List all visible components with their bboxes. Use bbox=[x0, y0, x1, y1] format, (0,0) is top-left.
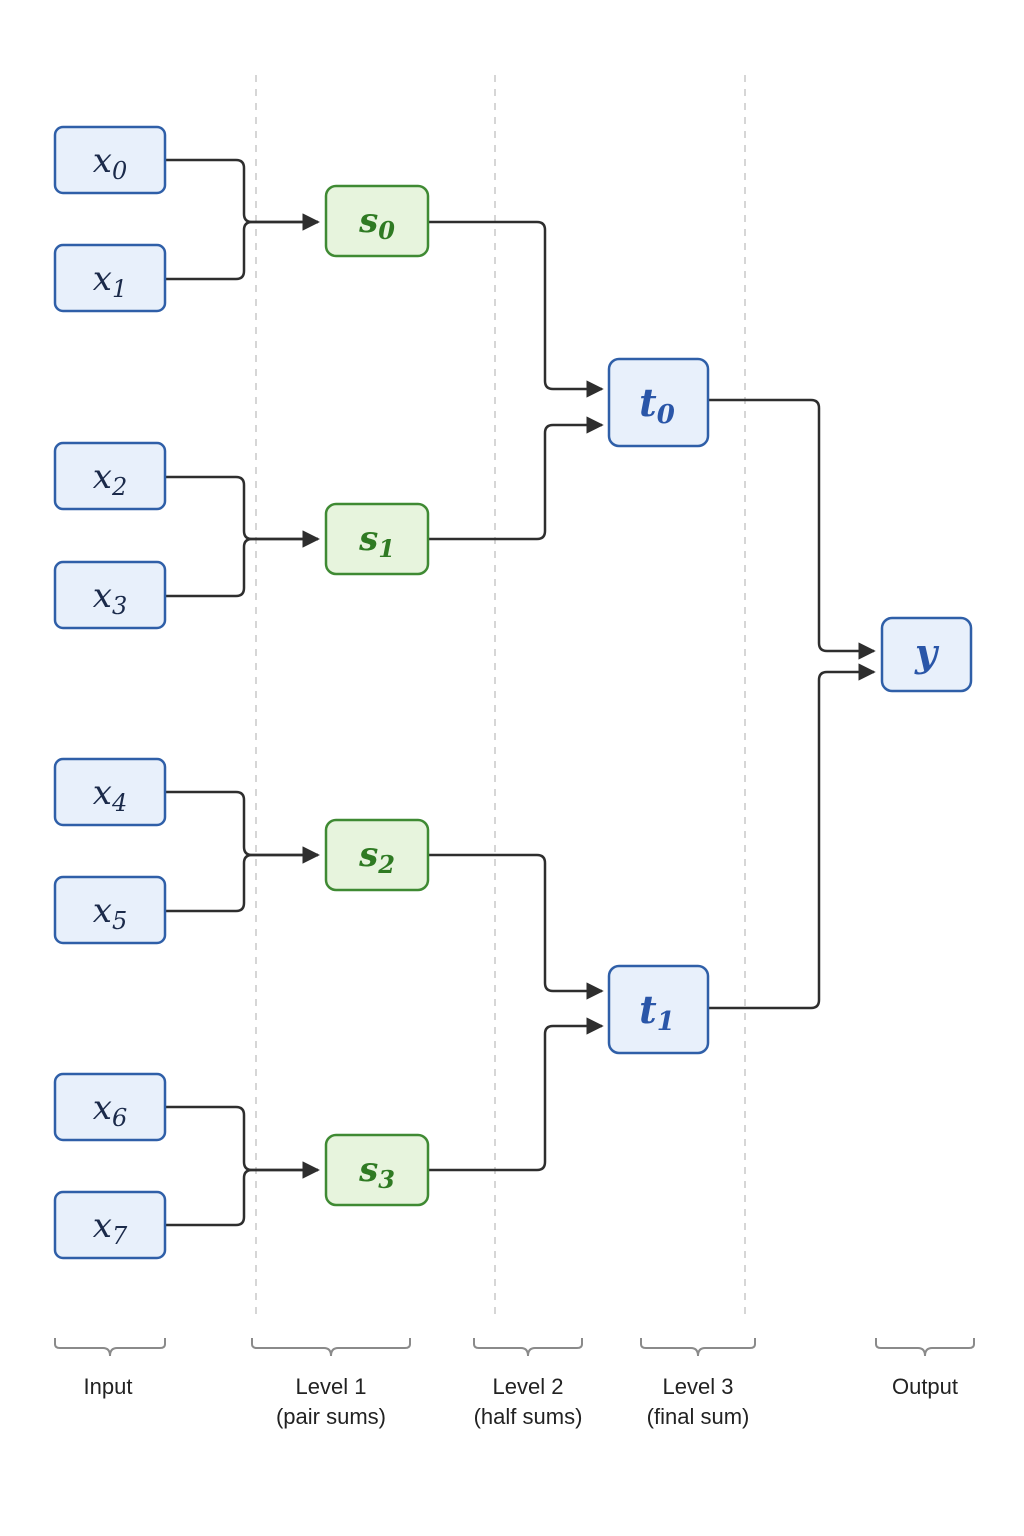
node-x6-sub: 6 bbox=[112, 1104, 127, 1132]
svg-text:x1: x1 bbox=[93, 259, 127, 303]
edge-s1-t0 bbox=[428, 416, 604, 541]
node-x0-base: x bbox=[93, 141, 112, 181]
edge-x1-s0 bbox=[166, 213, 320, 281]
brace-level2 bbox=[473, 1338, 583, 1357]
node-s0-base: s bbox=[358, 201, 378, 241]
brace-level3 bbox=[640, 1338, 756, 1357]
node-x2-base: x bbox=[93, 457, 112, 497]
edge-s0-t0 bbox=[428, 220, 604, 398]
node-x2-sub: 2 bbox=[111, 473, 127, 501]
edge-x2-s1 bbox=[166, 475, 320, 548]
svg-text:x0: x0 bbox=[93, 141, 127, 185]
edge-x5-s2 bbox=[166, 846, 320, 913]
brace-output bbox=[875, 1338, 975, 1357]
edge-t1-y bbox=[708, 663, 876, 1010]
node-x5-sub: 5 bbox=[112, 907, 127, 935]
node-x3-sub: 3 bbox=[112, 592, 127, 620]
node-x2: x2 bbox=[53, 441, 167, 511]
svg-text:x2: x2 bbox=[93, 457, 127, 501]
node-x5-base: x bbox=[93, 891, 112, 931]
node-s0-sub: 0 bbox=[378, 216, 395, 245]
node-t0-sub: 0 bbox=[657, 400, 675, 430]
edge-x7-s3 bbox=[166, 1161, 320, 1227]
svg-text:s3: s3 bbox=[358, 1150, 395, 1194]
column-dividers bbox=[255, 75, 746, 1320]
column-sublabel-level1: (pair sums) bbox=[276, 1404, 386, 1429]
column-label-level3: Level 3 bbox=[663, 1374, 734, 1399]
node-x4-sub: 4 bbox=[111, 789, 127, 817]
svg-text:s0: s0 bbox=[358, 201, 395, 245]
svg-text:s2: s2 bbox=[358, 835, 395, 879]
node-s0: s0 bbox=[324, 184, 430, 258]
brace-input bbox=[54, 1338, 166, 1357]
node-t1-base: t bbox=[639, 987, 657, 1032]
node-s3: s3 bbox=[324, 1133, 430, 1207]
column-sublabel-level2: (half sums) bbox=[474, 1404, 583, 1429]
edge-t0-y bbox=[708, 398, 876, 660]
svg-text:x6: x6 bbox=[93, 1088, 127, 1132]
node-y-label: y bbox=[914, 630, 940, 675]
edge-s2-t1 bbox=[428, 853, 604, 1000]
node-x4-base: x bbox=[93, 773, 112, 813]
node-s2-base: s bbox=[358, 835, 378, 875]
edge-x0-s0 bbox=[166, 158, 320, 231]
node-x1-base: x bbox=[93, 259, 112, 299]
node-s1-base: s bbox=[358, 519, 378, 559]
svg-text:x7: x7 bbox=[93, 1206, 128, 1250]
node-t0: t0 bbox=[607, 357, 710, 448]
node-x6: x6 bbox=[53, 1072, 167, 1142]
node-s1: s1 bbox=[324, 502, 430, 576]
node-x7-sub: 7 bbox=[112, 1222, 128, 1250]
node-s3-sub: 3 bbox=[378, 1165, 395, 1194]
node-x0-sub: 0 bbox=[112, 157, 127, 185]
edge-s3-t1 bbox=[428, 1017, 604, 1172]
node-x3: x3 bbox=[53, 560, 167, 630]
svg-text:x3: x3 bbox=[93, 576, 127, 620]
svg-text:t1: t1 bbox=[639, 987, 675, 1037]
column-labels: Input Level 1 (pair sums) Level 2 (half … bbox=[84, 1374, 958, 1429]
node-x1-sub: 1 bbox=[112, 275, 127, 303]
node-t0-base: t bbox=[639, 380, 657, 425]
edges bbox=[166, 158, 876, 1227]
column-braces bbox=[54, 1338, 975, 1357]
node-x7-base: x bbox=[93, 1206, 112, 1246]
column-label-level1: Level 1 bbox=[296, 1374, 367, 1399]
edge-x3-s1 bbox=[166, 530, 320, 598]
edge-x6-s3 bbox=[166, 1105, 320, 1179]
node-x4: x4 bbox=[53, 757, 167, 827]
svg-text:s1: s1 bbox=[358, 519, 395, 563]
node-s3-base: s bbox=[358, 1150, 378, 1190]
node-x6-base: x bbox=[93, 1088, 112, 1128]
node-x0: x0 bbox=[53, 125, 167, 195]
node-s2-sub: 2 bbox=[377, 850, 395, 879]
column-label-output: Output bbox=[892, 1374, 958, 1399]
svg-text:x4: x4 bbox=[93, 773, 127, 817]
svg-text:x5: x5 bbox=[93, 891, 127, 935]
column-label-level2: Level 2 bbox=[493, 1374, 564, 1399]
node-s1-sub: 1 bbox=[378, 534, 395, 563]
node-y: y bbox=[880, 616, 973, 693]
node-t1-sub: 1 bbox=[657, 1007, 675, 1037]
node-x1: x1 bbox=[53, 243, 167, 313]
column-sublabel-level3: (final sum) bbox=[647, 1404, 750, 1429]
node-s2: s2 bbox=[324, 818, 430, 892]
node-x3-base: x bbox=[93, 576, 112, 616]
node-x7: x7 bbox=[53, 1190, 167, 1260]
brace-level1 bbox=[251, 1338, 411, 1357]
column-label-input: Input bbox=[84, 1374, 133, 1399]
node-t1: t1 bbox=[607, 964, 710, 1055]
edge-x4-s2 bbox=[166, 790, 320, 864]
svg-text:t0: t0 bbox=[639, 380, 675, 430]
node-x5: x5 bbox=[53, 875, 167, 945]
